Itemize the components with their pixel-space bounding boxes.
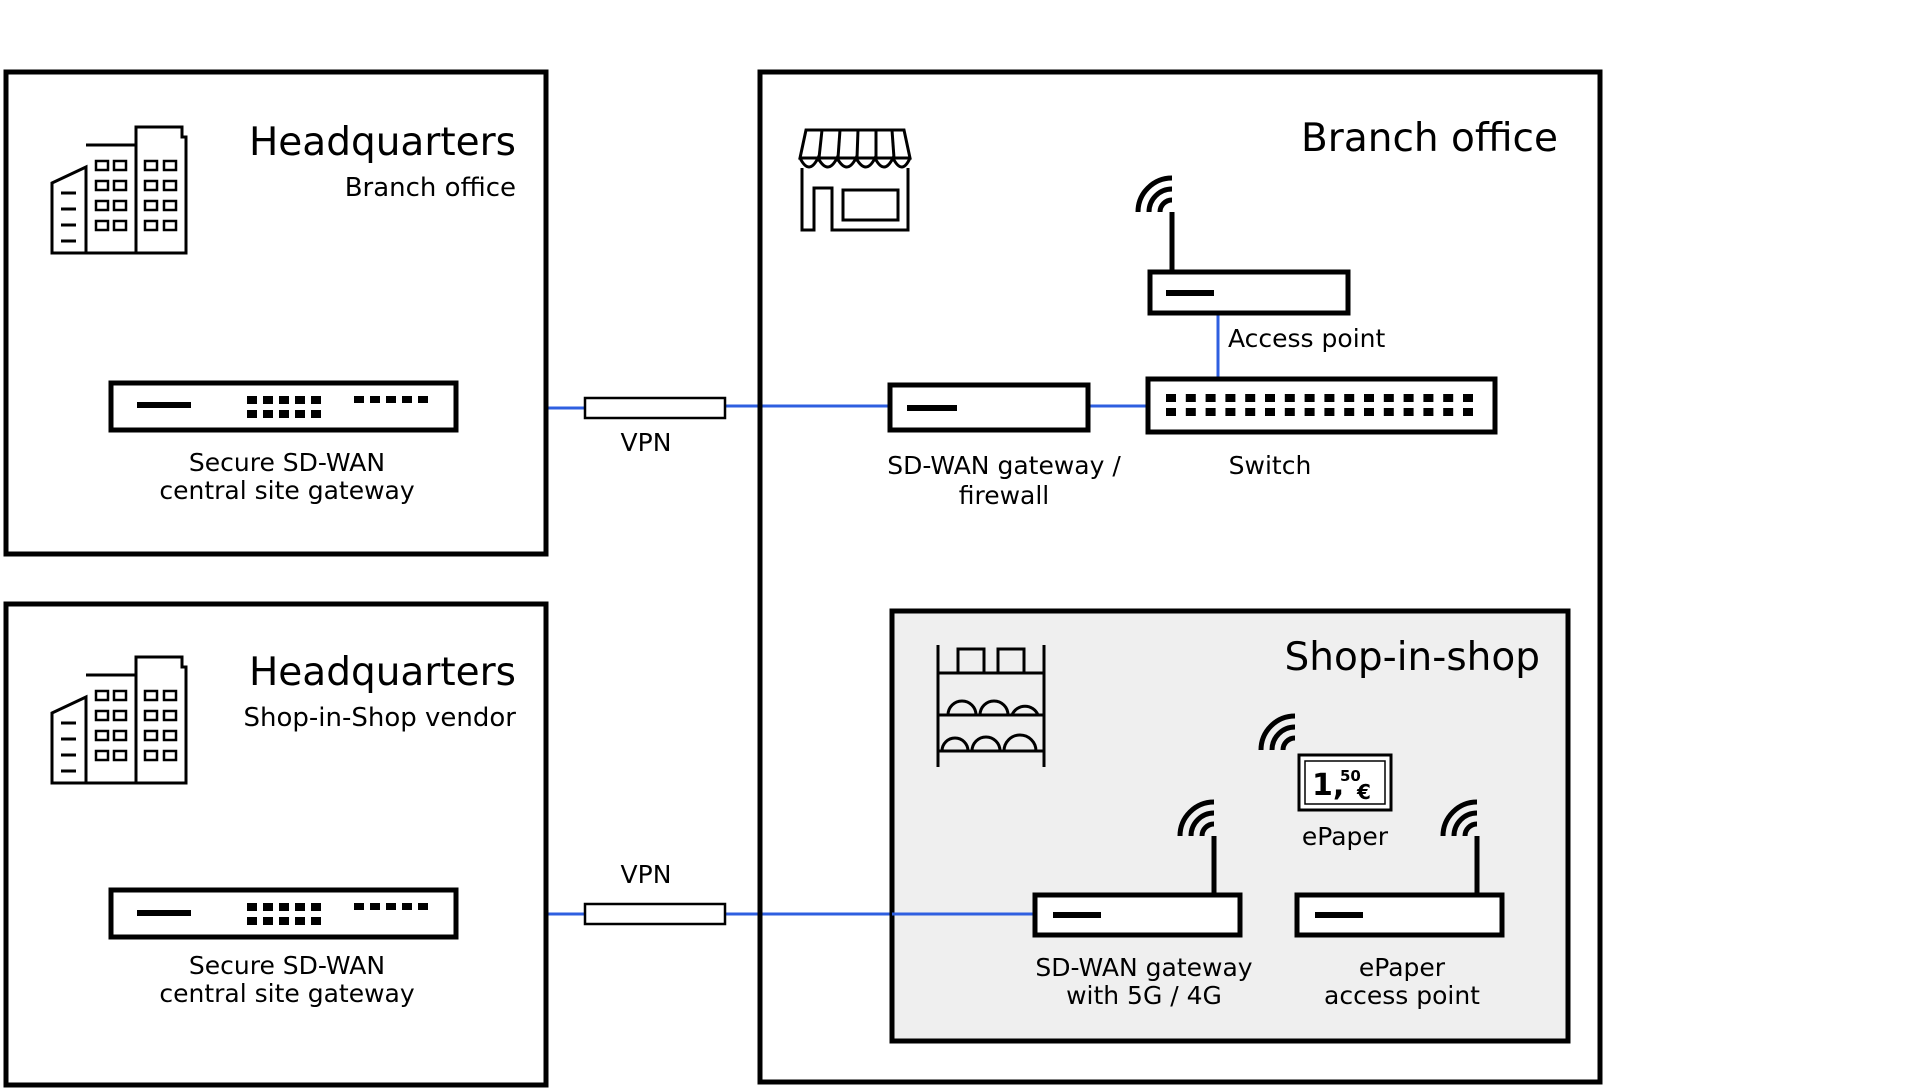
vpn-label-top: VPN — [621, 428, 672, 457]
switch-port — [1185, 408, 1196, 416]
switch-label: Switch — [1229, 451, 1312, 480]
switch-port — [1205, 408, 1216, 416]
hq-branch-section: Headquarters Branch office — [3, 69, 549, 557]
switch-port — [1225, 394, 1236, 402]
switch-port — [1304, 408, 1315, 416]
hq-branch-box — [3, 69, 549, 557]
shop-title: Shop-in-shop — [1285, 635, 1540, 680]
switch-port — [1463, 408, 1473, 416]
branch-gateway-label-line1: SD-WAN gateway / — [887, 451, 1121, 480]
storefront-icon — [798, 128, 912, 232]
epaper-ap-label-line1: ePaper — [1359, 953, 1446, 982]
epaper-access-point-device — [1294, 799, 1505, 938]
hq-branch-gateway-label-line2: central site gateway — [159, 476, 415, 505]
switch-port — [1304, 394, 1315, 402]
switch-port — [1403, 408, 1414, 416]
office-building-icon — [50, 125, 188, 255]
switch-port — [1344, 394, 1355, 402]
hq-branch-gateway-device — [108, 380, 459, 433]
hq-branch-title: Headquarters — [249, 120, 516, 165]
switch-port — [1166, 394, 1176, 402]
switch-port — [1383, 394, 1394, 402]
branch-title: Branch office — [1301, 116, 1558, 161]
switch-port — [1344, 408, 1355, 416]
hq-vendor-gateway-device — [108, 887, 459, 940]
branch-gateway-label-line2: firewall — [959, 481, 1050, 510]
vpn-label-bottom: VPN — [621, 860, 672, 889]
epaper-price-currency: € — [1356, 780, 1371, 804]
wifi-icon — [1440, 799, 1478, 837]
switch-port — [1383, 408, 1394, 416]
epaper-price-main: 1, — [1312, 768, 1344, 803]
hq-branch-subtitle: Branch office — [345, 173, 516, 203]
shop-gateway-device — [1032, 799, 1243, 938]
hq-vendor-gateway-label-line2: central site gateway — [159, 979, 415, 1008]
vpn-tunnel-top-shape — [583, 396, 727, 420]
switch-port — [1403, 394, 1414, 402]
shop-gateway-label-line1: SD-WAN gateway — [1035, 953, 1252, 982]
switch-port — [1324, 408, 1335, 416]
switch-port — [1423, 408, 1434, 416]
epaper-label: ePaper — [1302, 822, 1389, 851]
shelf-icon — [936, 645, 1046, 767]
switch-port — [1284, 408, 1295, 416]
switch-port — [1185, 394, 1196, 402]
wifi-icon — [1135, 175, 1173, 213]
epaper-price-cents: 50 — [1340, 767, 1361, 785]
switch-port — [1364, 408, 1374, 416]
branch-gateway-device — [887, 382, 1091, 433]
vpn-tunnel-bottom-shape — [583, 902, 727, 926]
hq-vendor-title: Headquarters — [249, 650, 516, 695]
switch-port — [1324, 394, 1335, 402]
switch-port — [1364, 394, 1374, 402]
hq-vendor-subtitle: Shop-in-Shop vendor — [244, 703, 517, 733]
wifi-icon — [1177, 799, 1215, 837]
branch-box — [757, 69, 1603, 1085]
access-point-label: Access point — [1228, 324, 1385, 353]
epaper-ap-label-line2: access point — [1324, 981, 1480, 1010]
vpn-tunnel-bottom: VPN — [583, 860, 727, 926]
branch-section: Branch office Access point — [757, 69, 1603, 1085]
switch-port — [1166, 408, 1176, 416]
access-point-device — [1135, 175, 1351, 316]
switch-port — [1245, 394, 1256, 402]
switch-port — [1265, 394, 1275, 402]
hq-vendor-gateway-label-line1: Secure SD-WAN — [189, 951, 385, 980]
office-building-icon — [50, 655, 188, 785]
switch-device — [1145, 376, 1498, 435]
switch-port — [1284, 394, 1295, 402]
switch-port — [1423, 394, 1434, 402]
switch-port — [1265, 408, 1275, 416]
hq-vendor-section: Headquarters Shop-in-Shop vendor — [3, 601, 549, 1088]
wifi-icon — [1258, 713, 1296, 751]
switch-port — [1245, 408, 1256, 416]
epaper-price-tag-icon: 1, 50 € — [1258, 713, 1393, 812]
switch-port — [1443, 408, 1454, 416]
hq-vendor-box — [3, 601, 549, 1088]
switch-port — [1205, 394, 1216, 402]
vpn-tunnel-top: VPN — [583, 396, 727, 457]
switch-port — [1463, 394, 1473, 402]
shop-gateway-label-line2: with 5G / 4G — [1066, 981, 1222, 1010]
switch-port — [1225, 408, 1236, 416]
switch-port — [1443, 394, 1454, 402]
hq-branch-gateway-label-line1: Secure SD-WAN — [189, 448, 385, 477]
shop-section: Shop-in-shop — [889, 608, 1571, 1044]
